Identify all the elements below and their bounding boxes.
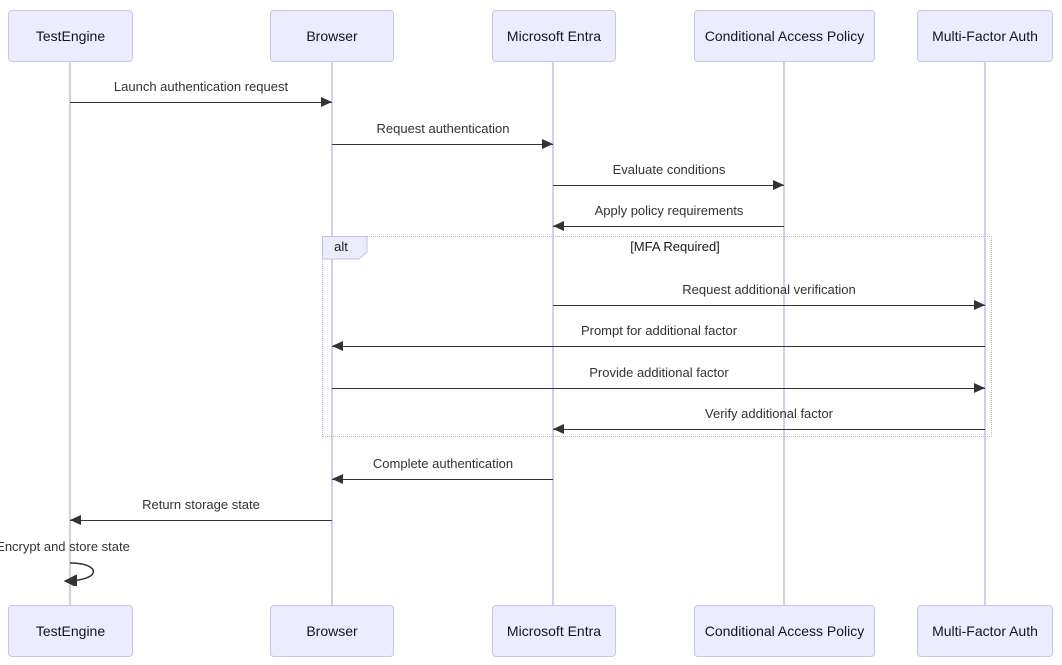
actor-bottom-browser: Browser <box>270 605 394 657</box>
actor-label: Browser <box>306 28 358 44</box>
actor-top-microsoft-entra: Microsoft Entra <box>492 10 616 62</box>
actor-bottom-conditional-access-policy: Conditional Access Policy <box>694 605 875 657</box>
lifeline-browser <box>331 62 333 605</box>
alt-operator-label: alt <box>334 239 348 254</box>
message-label: Encrypt and store state <box>0 539 130 554</box>
lifeline-microsoft-entra <box>552 62 554 605</box>
actor-label: Conditional Access Policy <box>704 28 865 44</box>
actor-bottom-testengine: TestEngine <box>8 605 133 657</box>
actor-top-multi-factor-auth: Multi-Factor Auth <box>917 10 1053 62</box>
message-arrow <box>332 383 985 393</box>
message-arrow <box>70 97 332 107</box>
actor-label: Multi-Factor Auth <box>932 623 1038 639</box>
arrowhead-icon <box>542 139 553 149</box>
actor-label: TestEngine <box>35 623 106 639</box>
message-arrow <box>553 221 784 231</box>
actor-top-testengine: TestEngine <box>8 10 133 62</box>
arrowhead-icon <box>321 97 332 107</box>
message-arrow <box>332 474 553 484</box>
lifeline-multi-factor-auth <box>984 62 986 605</box>
message-label: Verify additional factor <box>705 406 833 421</box>
alt-fragment-frame <box>322 236 992 437</box>
message-arrow <box>332 139 553 149</box>
message-label: Request additional verification <box>682 282 856 297</box>
message-label: Apply policy requirements <box>594 203 744 218</box>
actor-bottom-microsoft-entra: Microsoft Entra <box>492 605 616 657</box>
message-arrow <box>553 424 985 434</box>
arrowhead-icon <box>974 300 985 310</box>
message-arrow <box>332 341 985 351</box>
arrowhead-icon <box>332 474 343 484</box>
message-arrow <box>553 300 985 310</box>
message-arrow <box>553 180 784 190</box>
message-label: Prompt for additional factor <box>580 323 738 338</box>
arrowhead-icon <box>974 383 985 393</box>
self-loop-arrow <box>63 562 95 586</box>
message-label: Evaluate conditions <box>612 162 726 177</box>
actor-label: TestEngine <box>35 28 106 44</box>
actor-bottom-multi-factor-auth: Multi-Factor Auth <box>917 605 1053 657</box>
actor-label: Microsoft Entra <box>506 28 602 44</box>
message-label: Request authentication <box>376 121 510 136</box>
message-arrow <box>70 515 332 525</box>
message-label: Provide additional factor <box>589 365 729 380</box>
alt-fragment-tab <box>322 236 368 260</box>
arrowhead-icon <box>332 341 343 351</box>
arrowhead-icon <box>553 221 564 231</box>
lifeline-conditional-access-policy <box>783 62 785 605</box>
message-label: Return storage state <box>142 497 260 512</box>
arrowhead-icon <box>553 424 564 434</box>
message-label: Complete authentication <box>372 456 514 471</box>
arrowhead-icon <box>773 180 784 190</box>
alt-condition-label: [MFA Required] <box>630 239 720 254</box>
actor-top-conditional-access-policy: Conditional Access Policy <box>694 10 875 62</box>
actor-label: Microsoft Entra <box>506 623 602 639</box>
actor-label: Multi-Factor Auth <box>932 28 1038 44</box>
actor-label: Browser <box>306 623 358 639</box>
actor-label: Conditional Access Policy <box>704 623 865 639</box>
arrowhead-icon <box>70 515 81 525</box>
message-label: Launch authentication request <box>113 79 289 94</box>
lifeline-testengine <box>69 62 71 605</box>
actor-top-browser: Browser <box>270 10 394 62</box>
